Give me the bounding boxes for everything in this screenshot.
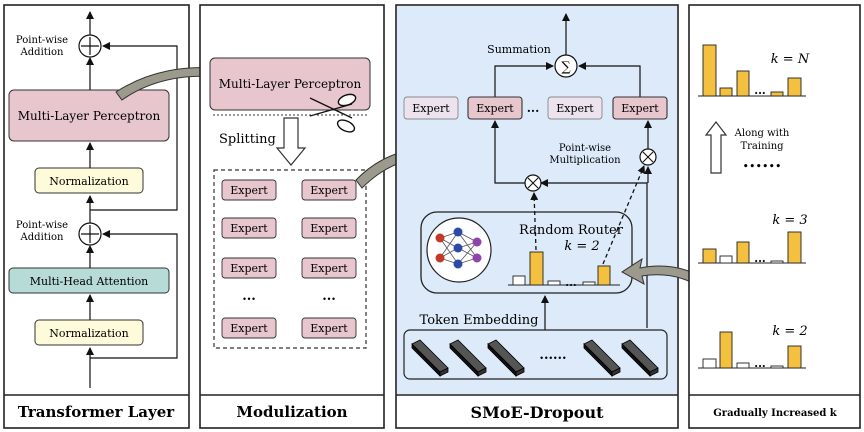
- expert-box: [301, 257, 357, 279]
- bars-k-mid: [698, 231, 806, 264]
- router-bars-ellipsis: ...: [565, 276, 577, 289]
- ellipsis: ...: [527, 101, 540, 115]
- expert-label: Expert: [556, 102, 594, 115]
- smoe-dropout-title: SMoE-Dropout: [471, 403, 605, 422]
- k-bottom-label: k = 2: [772, 324, 807, 339]
- expert-box: [221, 317, 277, 339]
- modulization-title: Modulization: [236, 403, 347, 421]
- expert-box: [221, 257, 277, 279]
- normalization-box-top: [34, 167, 144, 194]
- ellipsis: ...: [322, 289, 336, 304]
- training-dots: ••••••: [743, 160, 782, 173]
- normalization-box-bottom: [34, 319, 144, 346]
- k-mid-label: k = 3: [772, 213, 807, 228]
- mlp-box: [8, 89, 170, 142]
- router-k-label: k = 2: [564, 239, 599, 254]
- panel-smoe-dropout: SMoE-Dropout Summation ∑ Expert Expert .…: [395, 4, 679, 429]
- scissors-icon: [309, 93, 357, 133]
- neural-network-icon: [426, 217, 492, 283]
- expert-box: [301, 179, 357, 201]
- panel-transformer: Transformer Layer Normalization Multi-He…: [3, 4, 190, 429]
- token-embedding-label: Token Embedding: [420, 313, 539, 328]
- expert-inactive: [403, 96, 459, 120]
- panel-modulization: Modulization Multi-Layer Perceptron Spli…: [199, 4, 385, 429]
- summation-label: Summation: [487, 43, 551, 56]
- expert-label: Expert: [476, 102, 514, 115]
- expert-grid: Expert Expert Expert Expert Expert Exper…: [221, 179, 357, 339]
- expert-label: Expert: [230, 322, 268, 335]
- ellipsis: ...: [242, 289, 256, 304]
- bars-bottom-ellipsis: ...: [754, 357, 766, 370]
- expert-label: Expert: [230, 222, 268, 235]
- expert-label: Expert: [310, 322, 348, 335]
- token-dots: ......: [539, 348, 566, 363]
- expert-label: Expert: [230, 184, 268, 197]
- multi-head-attention-box: [8, 267, 170, 294]
- splitting-arrow: [275, 117, 307, 166]
- token-blocks: [411, 339, 659, 377]
- expert-label: Expert: [230, 262, 268, 275]
- expert-inactive: [547, 96, 603, 120]
- bars-mid-ellipsis: ...: [754, 252, 766, 265]
- bars-top-ellipsis: ...: [754, 84, 766, 97]
- sigma-icon: ∑: [561, 60, 571, 75]
- bars-k-bottom: [698, 331, 806, 369]
- expert-label: Expert: [310, 262, 348, 275]
- modulization-mlp-label: Multi-Layer Perceptron: [219, 77, 362, 91]
- along-with-training-arrow: [704, 121, 728, 174]
- normalization-label-top: Normalization: [49, 175, 129, 188]
- expert-box: [221, 179, 277, 201]
- multi-head-attention-label: Multi-Head Attention: [30, 275, 149, 288]
- expert-label: Expert: [310, 184, 348, 197]
- expert-box: [301, 217, 357, 239]
- expert-label: Expert: [310, 222, 348, 235]
- normalization-label-bottom: Normalization: [49, 327, 129, 340]
- k-top-label: k = N: [771, 52, 810, 67]
- bars-k-top: [698, 44, 806, 97]
- expert-box: [301, 317, 357, 339]
- experts-container: [213, 169, 367, 349]
- splitting-label: Splitting: [219, 132, 276, 147]
- mlp-label: Multi-Layer Perceptron: [18, 109, 161, 123]
- expert-box: [221, 217, 277, 239]
- router-bars: [508, 251, 620, 286]
- expert-active: [612, 96, 668, 120]
- panel-gradual-k: Gradually Increased k k = N ... Along wi…: [688, 4, 861, 429]
- gradual-k-title: Gradually Increased k: [713, 408, 838, 419]
- transformer-layer-title: Transformer Layer: [18, 403, 175, 421]
- random-router-label: Random Router: [519, 223, 624, 238]
- expert-label: Expert: [412, 102, 450, 115]
- modulization-mlp-box: [209, 57, 371, 111]
- expert-label: Expert: [621, 102, 659, 115]
- expert-active: [467, 96, 523, 120]
